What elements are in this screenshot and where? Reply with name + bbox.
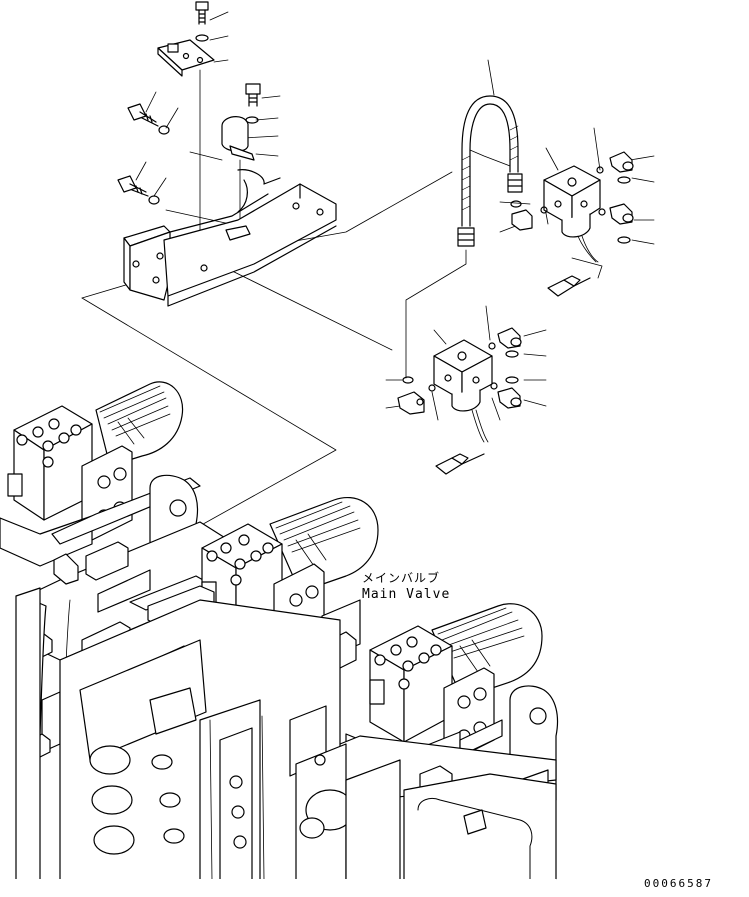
pipe-assembly <box>458 96 522 246</box>
base-plate-right <box>300 686 558 880</box>
solenoid-block-lower <box>398 328 521 474</box>
bracket-assembly <box>118 2 336 306</box>
main-valve-label-jp: メインバルブ <box>362 571 441 585</box>
leader-lines <box>136 12 654 420</box>
lower-body <box>0 588 556 880</box>
solenoid-block-upper <box>511 152 633 296</box>
drawing-code: 00066587 <box>644 877 713 890</box>
main-valve-label-en: Main Valve <box>362 587 451 602</box>
